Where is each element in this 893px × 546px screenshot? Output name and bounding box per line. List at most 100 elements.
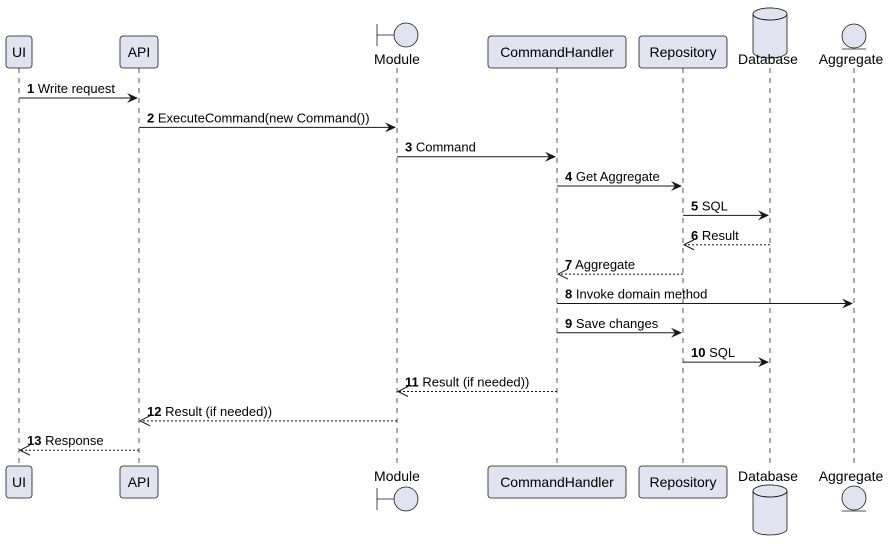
message-label: 2 ExecuteCommand(new Command()) (147, 110, 370, 125)
message-label: 13 Response (27, 433, 104, 448)
arrowhead (545, 151, 556, 162)
message-text: Response (45, 433, 104, 448)
message-12: 12 Result (if needed)) (138, 404, 397, 427)
message-text: ExecuteCommand(new Command()) (158, 110, 370, 125)
participant-heads-bottom: UI API Module CommandHandler Repository Datab… (5, 465, 884, 536)
message-9: 9 Save changes (557, 316, 682, 338)
participant-label: Repository (650, 474, 717, 490)
participant-label: API (128, 474, 151, 490)
database-icon (752, 484, 788, 536)
participant-agg-bottom: Aggregate (819, 468, 884, 512)
participant-box (5, 35, 33, 69)
message-text: SQL (709, 345, 735, 360)
arrowhead (127, 93, 138, 103)
participant-box (5, 465, 33, 499)
message-6: 6 Result (682, 228, 770, 251)
participant-label: CommandHandler (500, 44, 614, 60)
message-3: 3 Command (397, 140, 556, 162)
participant-label: UI (12, 474, 26, 490)
participant-label: CommandHandler (500, 474, 614, 490)
message-label: 8 Invoke domain method (565, 286, 707, 301)
message-text: Save changes (576, 316, 659, 331)
message-number: 11 (405, 375, 419, 390)
message-5: 5 SQL (683, 198, 769, 221)
message-text: Write request (38, 81, 115, 96)
message-number: 13 (27, 433, 41, 448)
message-label: 4 Get Aggregate (565, 169, 660, 184)
participant-ui-top: UI (5, 35, 33, 69)
message-text: Aggregate (575, 257, 635, 272)
participant-agg-top: Aggregate (819, 23, 884, 67)
message-label: 9 Save changes (565, 316, 659, 331)
message-2: 2 ExecuteCommand(new Command()) (139, 110, 396, 133)
arrowhead (758, 357, 769, 368)
message-1: 1 Write request (19, 81, 138, 103)
message-text: Result (if needed)) (422, 375, 529, 390)
messages: 1 Write request 2 ExecuteCommand(new Comm… (18, 81, 853, 456)
participant-module-top: Module (374, 22, 420, 67)
participant-label: Module (374, 468, 420, 484)
participant-box (638, 465, 728, 499)
database-icon (752, 7, 788, 59)
arrowhead (18, 444, 31, 456)
arrowhead (556, 268, 569, 280)
arrowhead (138, 415, 151, 427)
arrowhead (671, 327, 682, 338)
participant-label: Aggregate (819, 51, 884, 67)
participant-label: API (128, 44, 151, 60)
message-label: 12 Result (if needed)) (147, 404, 272, 419)
message-text: Result (702, 228, 739, 243)
message-4: 4 Get Aggregate (557, 169, 682, 192)
participant-db-top: Database (738, 7, 798, 67)
participant-label: Repository (650, 44, 717, 60)
participant-repo-top: Repository (638, 35, 728, 69)
participant-label: Aggregate (819, 468, 884, 484)
message-label: 10 SQL (691, 345, 735, 360)
participant-api-top: API (119, 35, 159, 69)
message-text: Invoke domain method (576, 286, 708, 301)
message-text: SQL (702, 198, 728, 213)
participant-handler-top: CommandHandler (487, 35, 627, 69)
participant-box (487, 465, 627, 499)
arrowhead (842, 298, 853, 309)
message-label: 5 SQL (691, 198, 728, 213)
message-number: 5 (691, 198, 698, 213)
message-number: 8 (565, 286, 572, 301)
message-number: 7 (565, 257, 572, 272)
participant-box (487, 35, 627, 69)
message-number: 4 (565, 169, 573, 184)
message-7: 7 Aggregate (556, 257, 683, 280)
message-label: 3 Command (405, 140, 476, 155)
entity-icon (841, 23, 867, 50)
message-number: 10 (691, 345, 705, 360)
message-number: 6 (691, 228, 698, 243)
participant-box (119, 35, 159, 69)
arrowhead (758, 210, 769, 221)
message-number: 9 (565, 316, 572, 331)
participant-db-bottom: Database (738, 468, 798, 536)
participant-box (638, 35, 728, 69)
message-label: 1 Write request (27, 81, 115, 96)
message-text: Result (if needed)) (165, 404, 272, 419)
participant-box (119, 465, 159, 499)
participant-label: Module (374, 51, 420, 67)
message-label: 7 Aggregate (565, 257, 635, 272)
lifelines (18, 68, 855, 466)
participant-ui-bottom: UI (5, 465, 33, 499)
participant-label: Database (738, 51, 798, 67)
participant-api-bottom: API (119, 465, 159, 499)
arrowhead (385, 122, 396, 133)
message-11: 11 Result (if needed)) (396, 375, 557, 397)
message-text: Get Aggregate (576, 169, 660, 184)
boundary-icon (376, 22, 419, 48)
message-8: 8 Invoke domain method (557, 286, 853, 309)
message-label: 11 Result (if needed)) (405, 375, 529, 390)
message-number: 12 (147, 404, 161, 419)
participant-label: UI (12, 44, 26, 60)
participant-repo-bottom: Repository (638, 465, 728, 499)
message-number: 2 (147, 110, 154, 125)
message-number: 3 (405, 140, 412, 155)
arrowhead (682, 239, 695, 251)
entity-icon (841, 485, 867, 512)
